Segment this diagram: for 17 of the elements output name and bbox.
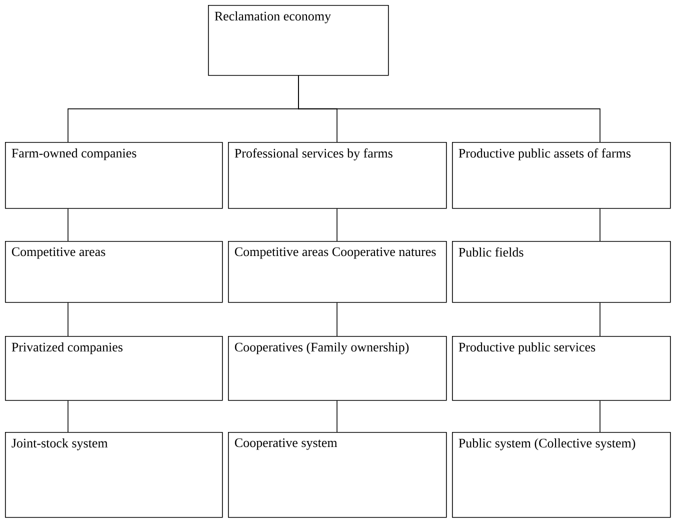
text-box: Joint-stock system [5,432,223,518]
text-box: Productive public assets of farms [452,142,671,209]
connector-line [336,208,338,242]
text-box: Professional services by farms [228,142,447,209]
connector-line [336,302,338,336]
text-box: Cooperatives (Family ownership) [228,336,447,401]
text-box: Reclamation economy [208,5,389,76]
connector-line [298,75,600,142]
connector-line [336,400,338,432]
text-box: Cooperative system [228,432,447,518]
text-box: Public fields [452,241,671,303]
text-box: Public system (Collective system) [452,432,671,518]
text-box: Privatized companies [5,336,223,401]
text-box: Competitive areas Cooperative natures [228,241,447,303]
text-box: Productive public services [452,336,671,401]
text-box: Farm-owned companies [5,142,223,209]
text-box: Competitive areas [5,241,223,303]
